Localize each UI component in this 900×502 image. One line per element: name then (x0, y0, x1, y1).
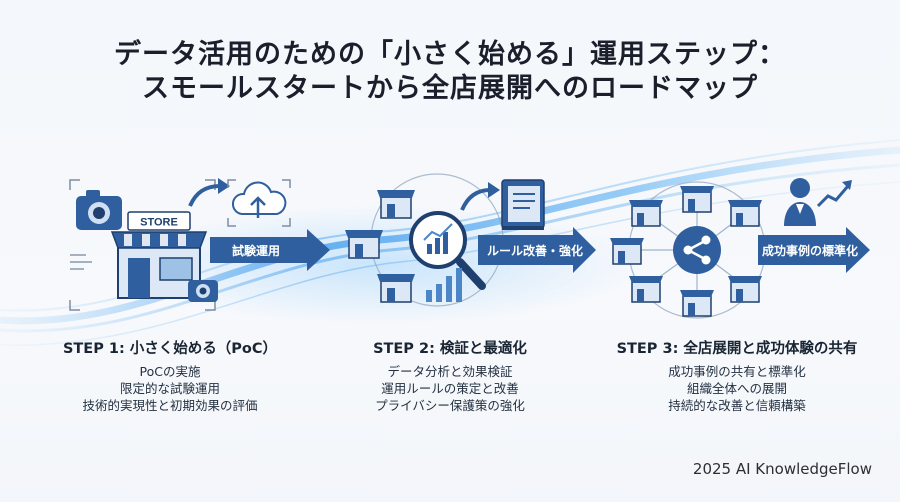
step2-desc-line: 運用ルールの策定と改善 (381, 381, 519, 396)
camera-icon (76, 190, 122, 230)
step1-desc-line: 限定的な試験運用 (119, 381, 220, 396)
store-icon: STORE (110, 211, 208, 299)
magnifier-chart-icon (409, 211, 486, 290)
step2-illustration (345, 173, 545, 307)
step1-title: STEP 1: 小さく始める（PoC） (62, 341, 278, 357)
step3-desc-line: 成功事例の共有と標準化 (668, 364, 806, 379)
person-growth-icon (784, 178, 852, 226)
footer-credit: 2025 AI KnowledgeFlow (692, 460, 872, 478)
camera-small-icon (188, 280, 218, 302)
mini-store-icon (377, 274, 415, 303)
page-title-line2: スモールスタートから全店展開へのロードマップ (142, 73, 758, 104)
bar-chart-icon (426, 268, 462, 302)
step3-illustration (610, 178, 852, 319)
arrow-trial (210, 229, 330, 271)
step2-description: データ分析と効果検証 運用ルールの策定と改善 プライバシー保護策の強化 (320, 363, 580, 414)
cloud-upload-icon (227, 179, 291, 227)
step3-desc-line: 持続的な改善と信頼構築 (668, 398, 806, 413)
data-lines-icon (70, 254, 92, 270)
arrow-label-standardization: 成功事例の標準化 (762, 244, 859, 258)
step2-desc-line: データ分析と効果検証 (387, 364, 513, 379)
page-title-line1: データ活用のための「小さく始める」運用ステップ： (114, 39, 786, 70)
arrow-label-rule: ルール改善・強化 (487, 244, 584, 258)
step1-description: PoCの実施 限定的な試験運用 技術的実現性と初期効果の評価 (40, 363, 300, 414)
curved-arrow-icon (460, 188, 491, 211)
share-icon (673, 226, 721, 274)
step3-description: 成功事例の共有と標準化 組織全体への展開 持続的な改善と信頼構築 (607, 363, 867, 414)
step3-title: STEP 3: 全店展開と成功体験の共有 (616, 341, 858, 357)
mini-store-icon (377, 190, 415, 219)
step2-title: STEP 2: 検証と最適化 (373, 341, 527, 357)
step1-desc-line: 技術的実現性と初期効果の評価 (82, 398, 258, 413)
arrow-rule-improvement (478, 227, 596, 273)
mini-store-icon (345, 230, 383, 259)
step3-desc-line: 組織全体への展開 (686, 381, 787, 396)
step1-desc-line: PoCの実施 (139, 364, 201, 379)
network-stores (610, 186, 762, 317)
arrow-label-trial: 試験運用 (232, 244, 281, 258)
manual-book-icon (501, 179, 545, 230)
step1-illustration: STORE (69, 178, 291, 311)
curved-arrow-icon (188, 184, 221, 207)
arrow-standardization (758, 227, 870, 273)
step2-desc-line: プライバシー保護策の強化 (375, 398, 525, 413)
store-sign: STORE (140, 217, 178, 229)
